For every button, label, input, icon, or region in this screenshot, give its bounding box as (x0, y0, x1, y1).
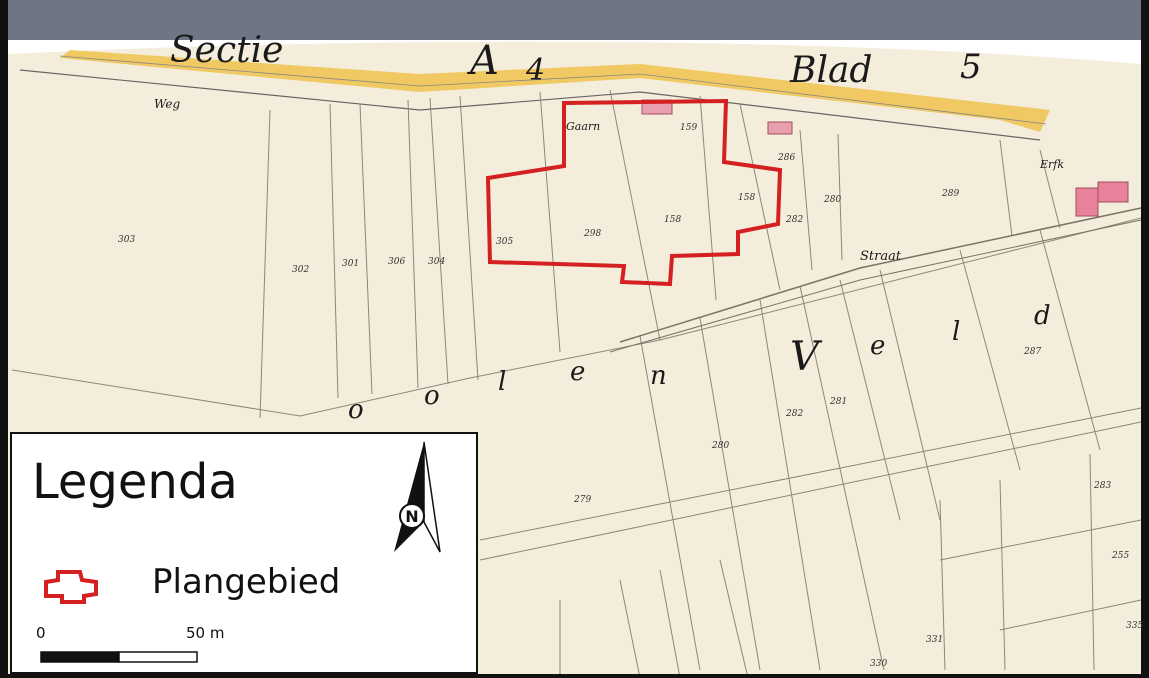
building (767, 121, 793, 135)
plan-area-outline[interactable] (485, 98, 783, 287)
building (1075, 187, 1099, 217)
path-label: Weg (154, 97, 180, 111)
title-label: Blad (789, 50, 872, 91)
svg-text:n: n (650, 361, 667, 391)
svg-text:282: 282 (785, 409, 803, 419)
site-label: Erfk (1039, 158, 1064, 171)
svg-text:d: d (1034, 301, 1051, 331)
svg-text:287: 287 (1023, 347, 1041, 357)
svg-text:298: 298 (583, 229, 601, 239)
building (1097, 181, 1129, 203)
svg-text:V: V (790, 334, 823, 380)
map-border-right (1141, 0, 1149, 678)
north-arrow-icon: N (394, 441, 441, 553)
road-edge-upper (59, 55, 1047, 125)
svg-text:e: e (870, 331, 885, 361)
svg-text:330: 330 (870, 659, 887, 669)
parcel-lines (11, 89, 1142, 678)
svg-text:301: 301 (342, 259, 359, 269)
svg-text:282: 282 (785, 215, 803, 225)
field-name: o o l e n V e l d (348, 301, 1051, 425)
svg-text:o: o (348, 395, 364, 425)
map-border-left (0, 0, 8, 678)
title-number: 4 (525, 53, 545, 88)
svg-text:255: 255 (1111, 551, 1129, 561)
street-line-2 (609, 219, 1142, 353)
svg-text:o: o (424, 381, 440, 411)
svg-text:302: 302 (292, 265, 309, 275)
title-letter: A (466, 38, 499, 84)
svg-text:279: 279 (573, 495, 591, 505)
street-label: Straat (860, 249, 902, 264)
road-band (60, 50, 1050, 132)
legend-title: Legenda (32, 454, 238, 510)
street-line (619, 207, 1142, 343)
svg-text:335: 335 (1126, 621, 1143, 631)
svg-text:l: l (952, 317, 960, 347)
north-label: N (405, 507, 418, 526)
svg-text:304: 304 (428, 257, 445, 267)
svg-text:306: 306 (388, 257, 405, 267)
svg-text:305: 305 (496, 237, 513, 247)
svg-text:159: 159 (680, 123, 697, 133)
scale-bar (40, 651, 198, 663)
svg-text:286: 286 (777, 153, 795, 163)
title-section: Sectie (170, 30, 283, 71)
map-border-bottom (0, 674, 1149, 678)
svg-text:283: 283 (1093, 481, 1111, 491)
scale-zero-label: 0 (36, 624, 46, 642)
svg-text:280: 280 (823, 195, 841, 205)
svg-text:303: 303 (118, 235, 135, 245)
garden-label: Gaarn (566, 120, 600, 133)
legend: Legenda N Plangebied 0 50 m (10, 432, 478, 674)
svg-text:289: 289 (941, 189, 959, 199)
plan-area-symbol-icon (44, 570, 98, 604)
svg-text:158: 158 (664, 215, 681, 225)
scale-max-label: 50 m (186, 624, 225, 642)
map-top-band (8, 0, 1149, 40)
svg-text:280: 280 (711, 441, 729, 451)
svg-text:e: e (570, 357, 585, 387)
parcel-numbers: 303 302 301 306 304 305 298 158 158 159 … (118, 123, 1143, 669)
title-sheet: 5 (960, 47, 982, 87)
svg-text:l: l (498, 367, 506, 397)
road-edge-lower (19, 69, 1041, 141)
legend-item-label: Plangebied (152, 562, 341, 602)
svg-text:281: 281 (829, 397, 847, 407)
svg-text:158: 158 (738, 193, 755, 203)
svg-text:331: 331 (926, 635, 943, 645)
